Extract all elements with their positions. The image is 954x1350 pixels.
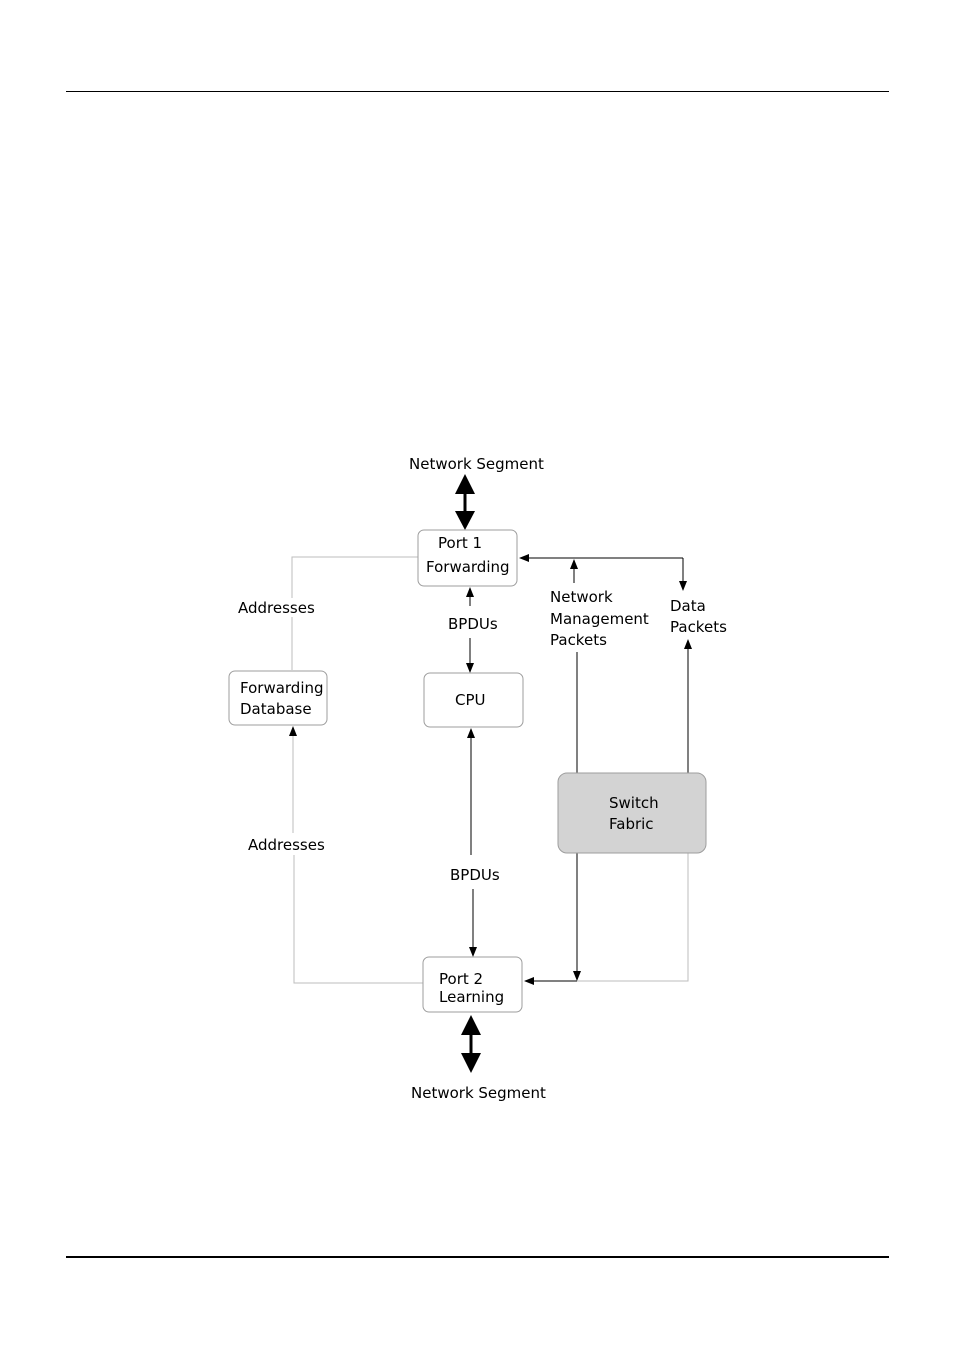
addresses-bottom-label: Addresses [248, 836, 325, 854]
addresses-top-label: Addresses [238, 599, 315, 617]
network-segment-top-label: Network Segment [409, 455, 544, 473]
port1-label-line2: Forwarding [426, 558, 510, 576]
port1-label-line1: Port 1 [438, 534, 482, 552]
network-management-label-line1: Network [550, 588, 613, 606]
switch-fabric-box [558, 773, 706, 853]
forwarding-database-label-line2: Database [240, 700, 312, 718]
addresses-arrowhead [289, 726, 297, 736]
bpdus-bottom-label: BPDUs [450, 866, 500, 884]
port1-packet-links [520, 558, 683, 590]
addresses-connector-bottom [293, 728, 423, 983]
port2-label-line2: Learning [439, 988, 504, 1006]
network-management-label-line3: Packets [550, 631, 607, 649]
cpu-label: CPU [455, 691, 486, 709]
data-packets-label-line1: Data [670, 597, 706, 615]
forwarding-database-label-line1: Forwarding [240, 679, 324, 697]
bpdus-link-bottom [471, 729, 473, 956]
network-management-label-line2: Management [550, 610, 649, 628]
top-segment-arrow [455, 474, 475, 530]
switch-fabric-label-line2: Fabric [609, 815, 654, 833]
switch-fabric-label-line1: Switch [609, 794, 659, 812]
network-segment-bottom-label: Network Segment [411, 1084, 546, 1102]
port2-label-line1: Port 2 [439, 970, 483, 988]
bpdus-top-label: BPDUs [448, 615, 498, 633]
bottom-segment-arrow [461, 1015, 481, 1073]
data-packets-label-line2: Packets [670, 618, 727, 636]
fabric-return-connector [577, 853, 688, 981]
